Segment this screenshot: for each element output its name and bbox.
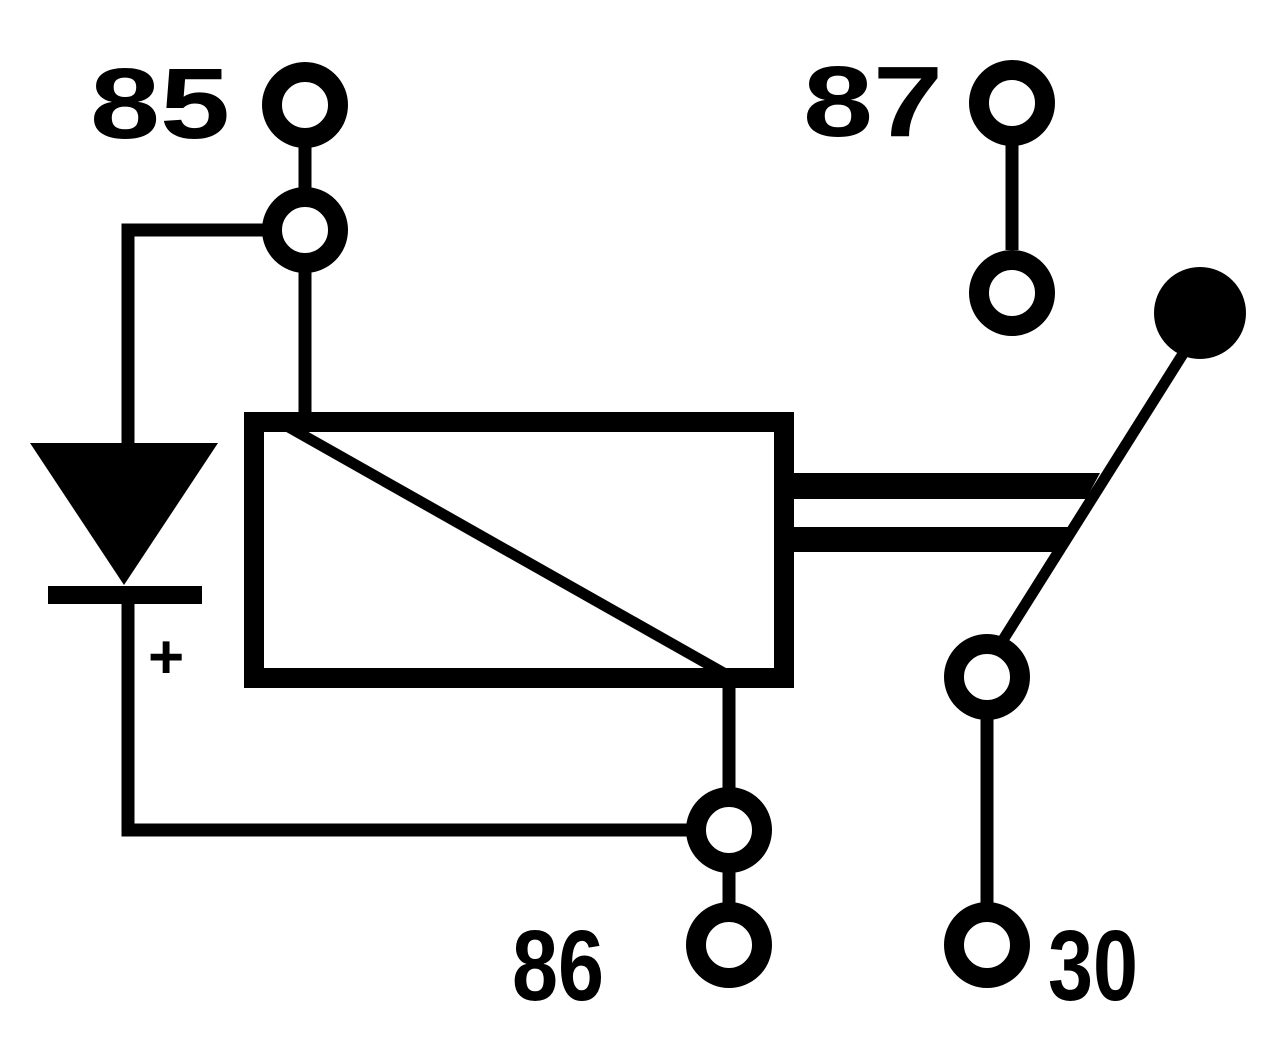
terminal-85-label: 85 — [90, 48, 230, 160]
diode-polarity-label: + — [148, 623, 184, 692]
terminal-86-junction — [686, 787, 772, 873]
terminal-30-pin — [944, 902, 1030, 988]
terminal-30-label: 30 — [1048, 910, 1138, 1022]
terminal-86-pin — [686, 902, 772, 988]
terminal-85-junction — [262, 187, 348, 273]
relay-coil — [244, 412, 794, 688]
wire-85-to-diode — [121, 223, 268, 450]
terminal-30-contact — [944, 634, 1030, 720]
mechanical-linkage — [792, 473, 1100, 552]
terminal-87-label: 87 — [803, 46, 943, 158]
wire-diode-to-86 — [121, 600, 690, 837]
diode-icon — [30, 443, 218, 604]
switch-arm — [998, 327, 1203, 643]
terminal-87-contact — [969, 250, 1055, 336]
terminal-87-pin — [969, 60, 1055, 146]
common-contact-dot — [1154, 267, 1246, 359]
terminal-86-label: 86 — [512, 910, 604, 1022]
terminal-85-pin — [262, 62, 348, 148]
